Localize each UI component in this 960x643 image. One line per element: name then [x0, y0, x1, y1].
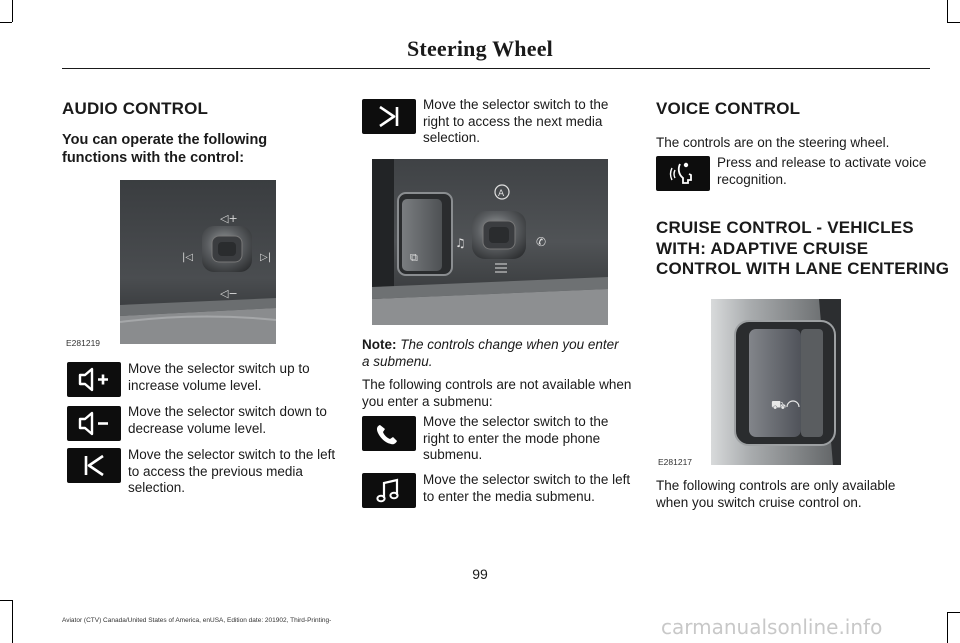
audio-intro: You can operate the following functions …: [62, 131, 267, 167]
text-line: Move the selector switch to the: [423, 414, 609, 429]
svg-text:♫: ♫: [455, 236, 466, 250]
volume-down-text: Move the selector switch down to decreas…: [128, 404, 327, 437]
figure-code: E281219: [66, 338, 101, 348]
heading-line: WITH: ADAPTIVE CRUISE: [656, 238, 869, 258]
page-title: Steering Wheel: [407, 36, 553, 61]
text-line: increase volume level.: [128, 377, 262, 393]
note-line: a submenu.: [362, 354, 619, 371]
svg-text:⛟: ⛟: [771, 398, 786, 412]
note-text: The controls change when you enter: [400, 337, 619, 352]
next-track-icon: [362, 99, 416, 134]
audio-intro-line: You can operate the following: [62, 132, 268, 148]
heading-line: CRUISE CONTROL - VEHICLES: [656, 218, 914, 237]
text-line: you enter a submenu:: [362, 393, 493, 409]
svg-text:|◁: |◁: [182, 252, 193, 263]
note-text: a submenu.: [362, 353, 433, 369]
note-label: Note:: [362, 337, 397, 352]
voice-control-heading: VOICE CONTROL: [656, 99, 801, 118]
text-line: to access the previous media: [128, 463, 303, 479]
svg-text:⧉: ⧉: [410, 251, 418, 264]
crop-mark: [12, 600, 13, 643]
previous-track-text: Move the selector switch to the left to …: [128, 447, 335, 497]
volume-up-text: Move the selector switch up to increase …: [128, 361, 310, 394]
text-line: Move the selector switch to the: [423, 97, 609, 112]
note-line: Note: The controls change when you enter: [362, 337, 619, 354]
voice-recognition-text: Press and release to activate voice reco…: [717, 155, 926, 188]
svg-text:◁−: ◁−: [220, 287, 238, 300]
media-submenu-text: Move the selector switch to the left to …: [423, 472, 630, 505]
text-line: submenu.: [423, 447, 483, 462]
text-line: The following controls are only availabl…: [656, 478, 896, 493]
next-track-text: Move the selector switch to the right to…: [423, 97, 608, 147]
text-line: Move the selector switch to the left: [423, 472, 631, 487]
text-line: Move the selector switch up to: [128, 361, 310, 376]
voice-recognition-icon: [656, 156, 710, 191]
header-divider: [62, 68, 930, 69]
text-line: right to enter the mode phone: [423, 430, 601, 446]
text-line: Press and release to activate voice: [717, 155, 927, 170]
crop-mark: [947, 612, 960, 613]
text-line: selection.: [423, 130, 481, 145]
svg-text:▷|: ▷|: [260, 252, 271, 263]
crop-mark: [947, 612, 948, 643]
voice-control-text: The controls are on the steering wheel.: [656, 135, 890, 150]
text-line: The following controls are not available…: [362, 377, 632, 392]
text-line: decrease volume level.: [128, 420, 267, 436]
audio-control-heading: AUDIO CONTROL: [62, 99, 209, 118]
svg-text:◁+: ◁+: [220, 212, 238, 225]
submenu-intro: The following controls are not available…: [362, 377, 631, 410]
volume-up-icon: [67, 362, 121, 397]
cruise-control-heading: CRUISE CONTROL - VEHICLES WITH: ADAPTIVE…: [656, 218, 949, 280]
text-line: right to access the next media: [423, 113, 603, 129]
crop-mark: [0, 600, 12, 601]
svg-text:A: A: [498, 189, 505, 199]
volume-down-icon: [67, 406, 121, 441]
phone-icon: [362, 416, 416, 451]
audio-control-photo: ◁+ ◁− |◁ ▷|: [120, 180, 276, 344]
text-line: Move the selector switch to the left: [128, 447, 336, 462]
note: Note: The controls change when you enter…: [362, 337, 619, 370]
text-line: Move the selector switch down to: [128, 404, 327, 419]
page-number: 99: [472, 566, 488, 582]
phone-submenu-text: Move the selector switch to the right to…: [423, 414, 608, 464]
footer-text: Aviator (CTV) Canada/United States of Am…: [62, 617, 332, 624]
cruise-control-text: The following controls are only availabl…: [656, 478, 895, 511]
music-note-icon: [362, 473, 416, 508]
previous-track-icon: [67, 448, 121, 483]
crop-mark: [947, 0, 948, 22]
svg-text:✆: ✆: [536, 235, 546, 249]
text-line: recognition.: [717, 171, 787, 187]
figure-code: E281217: [658, 457, 693, 467]
text-line: selection.: [128, 480, 186, 495]
text-line: when you switch cruise control on.: [656, 494, 862, 510]
cruise-control-photo: ⛟: [711, 299, 841, 465]
audio-intro-line: functions with the control:: [62, 150, 245, 166]
watermark: carmanualsonline.info: [661, 615, 883, 639]
steering-controls-photo: ⧉ A ♫ ✆: [372, 159, 608, 325]
crop-mark: [12, 0, 13, 22]
heading-line: CONTROL WITH LANE CENTERING: [656, 259, 950, 278]
crop-mark: [0, 22, 12, 23]
crop-mark: [947, 22, 960, 23]
text-line: to enter the media submenu.: [423, 488, 595, 504]
